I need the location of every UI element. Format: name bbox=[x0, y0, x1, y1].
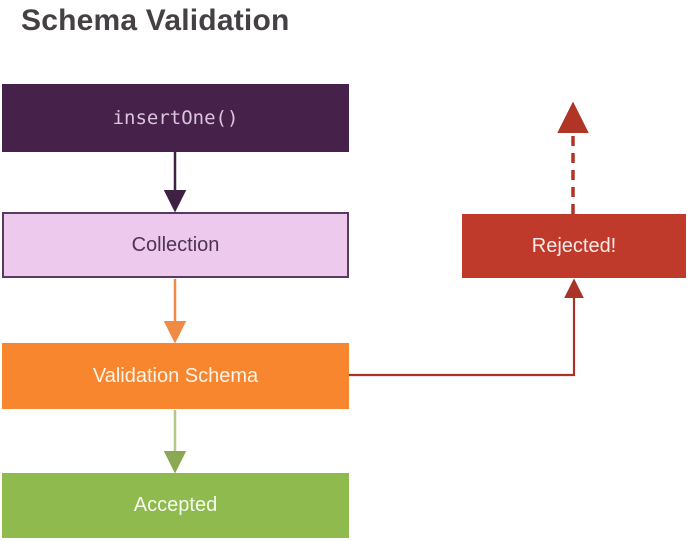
page-title: Schema Validation bbox=[21, 4, 290, 37]
node-insert-one: insertOne() bbox=[2, 84, 349, 152]
node-rejected-label: Rejected! bbox=[531, 234, 617, 257]
node-collection-label: Collection bbox=[131, 233, 220, 256]
node-accepted-label: Accepted bbox=[133, 494, 218, 516]
node-accepted: Accepted bbox=[2, 473, 349, 538]
node-insert-one-label: insertOne() bbox=[112, 107, 239, 129]
arrow-validation-to-rejected bbox=[349, 278, 584, 377]
node-rejected: Rejected! bbox=[462, 214, 686, 278]
node-collection: Collection bbox=[2, 212, 349, 278]
node-validation-schema: Validation Schema bbox=[2, 343, 349, 409]
node-validation-schema-label: Validation Schema bbox=[92, 364, 259, 387]
